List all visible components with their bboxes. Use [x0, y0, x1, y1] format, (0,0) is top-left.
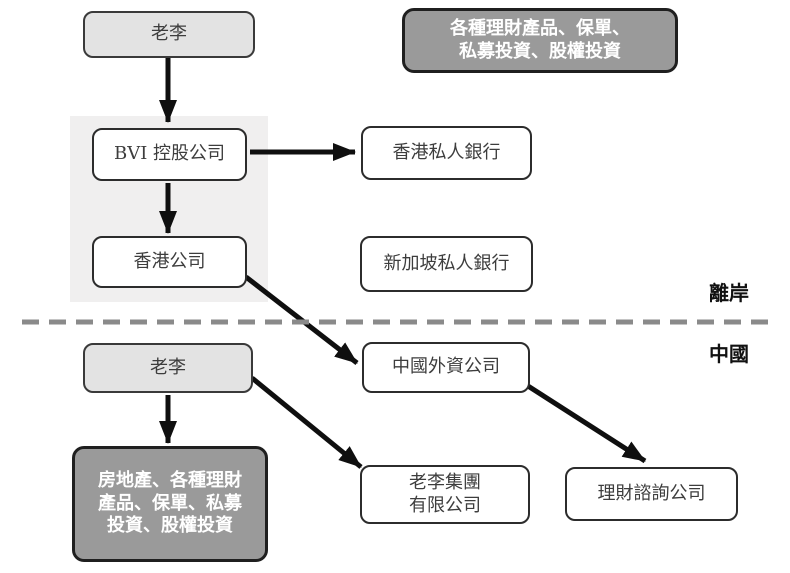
- node-laoli-bottom: 老李: [83, 343, 253, 393]
- node-china-foreign-company: 中國外資公司: [362, 342, 530, 393]
- node-laoli-top-label: 老李: [151, 23, 187, 45]
- node-domestic-assets-label: 房地產、各種理財 產品、保單、私募 投資、股權投資: [98, 470, 242, 537]
- zone-label-china: 中國: [709, 342, 749, 366]
- node-laoli-bottom-label: 老李: [150, 356, 186, 378]
- zone-label-offshore: 離岸: [709, 281, 749, 305]
- node-hk-private-bank: 香港私人銀行: [361, 126, 532, 180]
- node-bvi-holding: BVI 控股公司: [92, 128, 247, 181]
- node-wealth-consulting: 理財諮詢公司: [565, 467, 738, 521]
- node-laoli-group: 老李集團 有限公司: [360, 465, 530, 524]
- arrow-laoli-bottom-to-laoli-group: [250, 376, 363, 469]
- node-laoli-top: 老李: [83, 11, 255, 58]
- node-bvi-holding-label: BVI 控股公司: [113, 143, 226, 165]
- arrow-china-foreign-company-to-wealth-consulting: [526, 383, 647, 464]
- node-sg-private-bank: 新加坡私人銀行: [360, 236, 533, 292]
- node-laoli-group-label: 老李集團 有限公司: [409, 472, 481, 516]
- node-products-portfolio: 各種理財產品、保單、 私募投資、股權投資: [402, 8, 678, 73]
- node-sg-private-bank-label: 新加坡私人銀行: [383, 252, 510, 274]
- node-hk-company: 香港公司: [92, 236, 247, 288]
- node-hk-private-bank-label: 香港私人銀行: [392, 141, 501, 163]
- node-products-portfolio-label: 各種理財產品、保單、 私募投資、股權投資: [450, 18, 630, 62]
- node-hk-company-label: 香港公司: [133, 250, 206, 272]
- node-wealth-consulting-label: 理財諮詢公司: [597, 482, 706, 504]
- node-domestic-assets: 房地產、各種理財 產品、保單、私募 投資、股權投資: [72, 446, 268, 562]
- node-china-foreign-company-label: 中國外資公司: [392, 356, 500, 378]
